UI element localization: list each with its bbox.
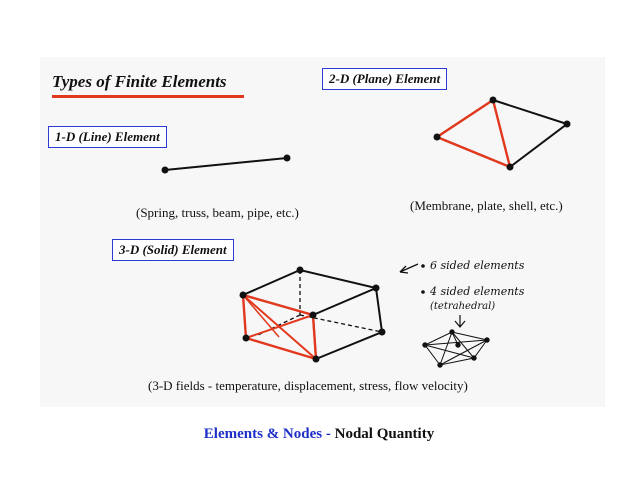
caption-plane-element: (Membrane, plate, shell, etc.): [410, 198, 563, 213]
page-title: Types of Finite Elements: [52, 72, 227, 91]
solid-element-diagram: [239, 266, 386, 363]
footer-elements-nodes: Elements & Nodes: [203, 426, 323, 442]
label-2d-plane-element: 2-D (Plane) Element: [322, 68, 448, 90]
title-underline: [52, 95, 244, 98]
scanned-slide-area: [40, 57, 605, 407]
line-element-diagram: [161, 154, 291, 174]
caption-line-element: (Spring, truss, beam, pipe, etc.): [136, 205, 299, 220]
label-3d-solid-element: 3-D (Solid) Element: [112, 239, 234, 261]
note-six-sided: 6 sided elements: [430, 259, 525, 272]
caption-solid-element: (3-D fields - temperature, displacement,…: [148, 378, 468, 393]
footer-separator: -: [322, 426, 335, 442]
footer-nodal-quantity: Nodal Quantity: [334, 426, 435, 442]
footer-heading: Elements & Nodes - Nodal Quantity: [0, 426, 638, 443]
handwritten-notes: 6 sided elements 4 sided elements (tetra…: [399, 259, 525, 328]
note-four-sided: 4 sided elements: [429, 285, 525, 298]
note-tetrahedral: (tetrahedral): [430, 301, 495, 312]
tetrahedral-mesh-sketch: [422, 329, 490, 368]
label-1d-line-element: 1-D (Line) Element: [48, 126, 167, 148]
plane-element-diagram: [433, 96, 571, 171]
